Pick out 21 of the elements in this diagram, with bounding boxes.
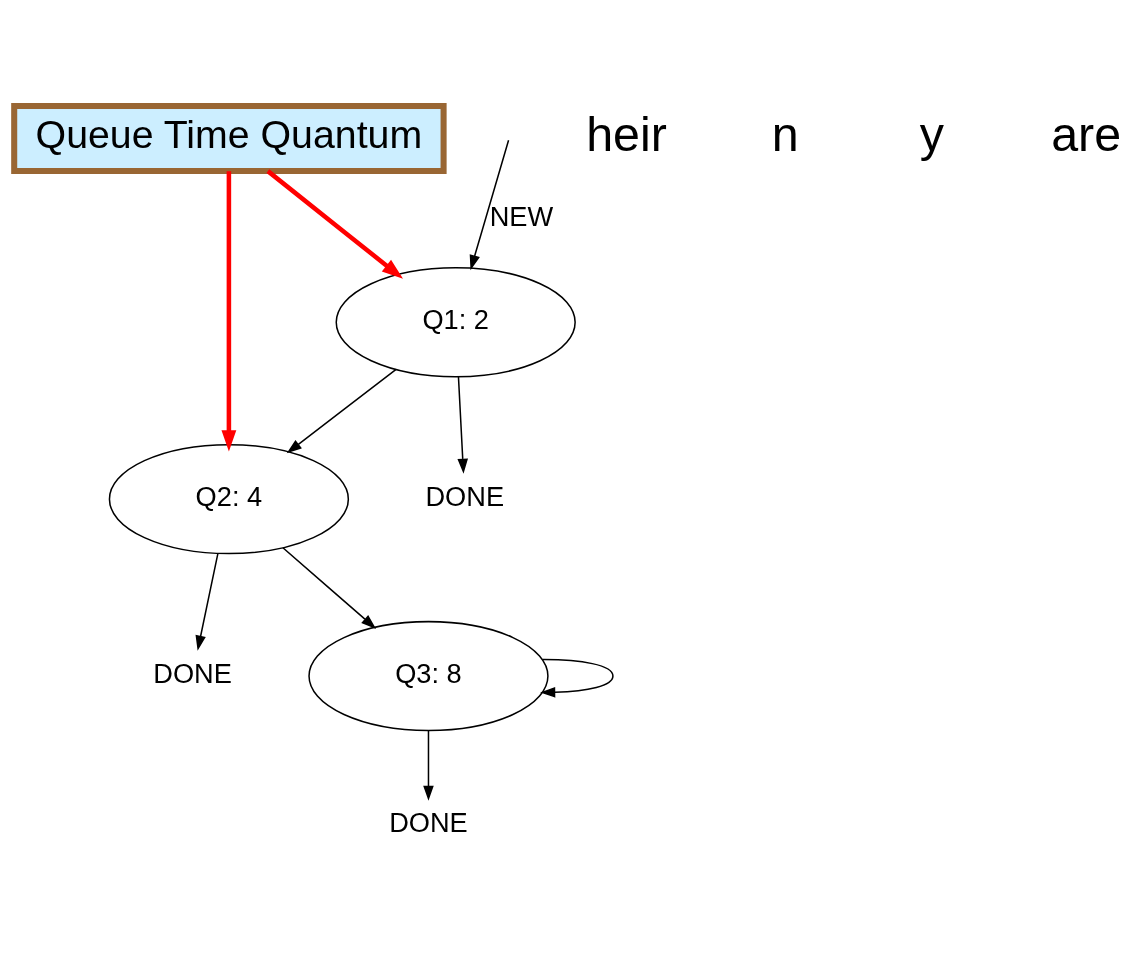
node-ellipse: Q3: 8	[308, 620, 549, 732]
edge-label: NEW	[489, 201, 554, 233]
arrow	[221, 171, 237, 452]
arrow	[195, 553, 219, 651]
node-text: DONE	[153, 657, 232, 689]
arrow	[469, 139, 510, 271]
arrow	[423, 729, 434, 801]
node-ellipse: Q1: 2	[335, 267, 576, 378]
node-box: Queue Time Quantum	[11, 103, 447, 175]
node-ellipse: Q2: 4	[108, 443, 350, 555]
arrow	[457, 376, 469, 474]
arrow	[540, 658, 614, 698]
label: heir	[586, 106, 667, 161]
label: n	[771, 106, 799, 161]
node-text: DONE	[389, 807, 468, 839]
arrow	[282, 546, 377, 629]
node-text: DONE	[425, 480, 505, 512]
arrow	[286, 368, 397, 454]
arrow	[266, 169, 404, 279]
label: y	[919, 106, 945, 161]
label: are	[1051, 106, 1122, 161]
